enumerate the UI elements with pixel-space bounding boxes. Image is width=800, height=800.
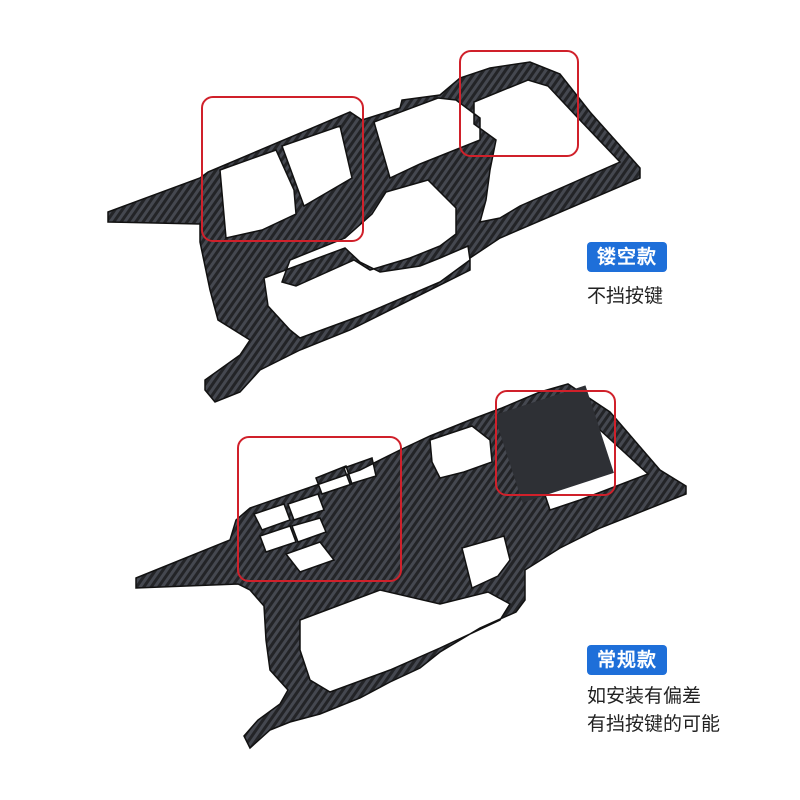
- callout-top-left: [201, 96, 364, 242]
- hollow-variant-badge: 镂空款: [587, 242, 668, 272]
- description-line: 如安装有偏差: [587, 685, 702, 707]
- regular-variant-badge: 常规款: [587, 645, 668, 675]
- hollow-variant-description: 不挡按键: [587, 282, 663, 310]
- callout-top-right: [459, 50, 579, 157]
- callout-bottom-left: [237, 436, 402, 582]
- trim-panel-hollow: [107, 61, 641, 403]
- description-line: 不挡按键: [587, 285, 664, 307]
- trim-panel-regular: [135, 383, 687, 750]
- description-line: 有挡按键的可能: [587, 713, 721, 735]
- callout-bottom-right: [495, 390, 616, 496]
- regular-variant-description: 如安装有偏差 有挡按键的可能: [587, 682, 720, 738]
